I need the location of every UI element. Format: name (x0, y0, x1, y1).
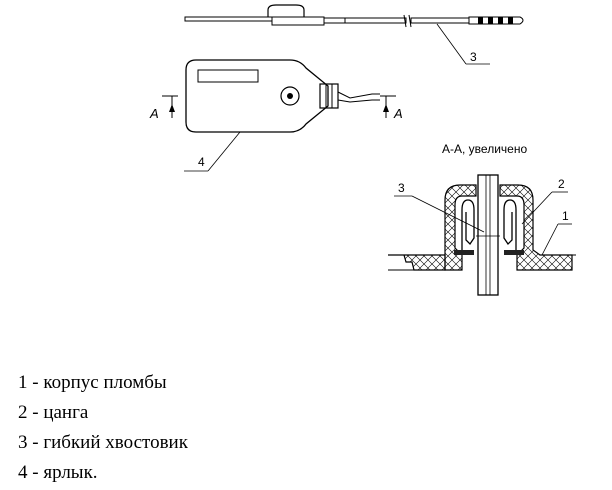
callout-section-body: 1 (541, 209, 572, 256)
section-letter-left: А (149, 106, 159, 121)
legend-item: 3 - гибкий хвостовик (18, 432, 188, 453)
collet-finger-left (461, 199, 475, 250)
side-view-tail (323, 17, 407, 24)
serration-tooth (508, 17, 513, 24)
body-wall-right (499, 184, 573, 271)
section-title: А-А, увеличено (442, 142, 527, 156)
side-view-plate (184, 16, 276, 22)
callout-tag: 4 (184, 131, 241, 172)
collet-block (319, 83, 339, 109)
callout-top-tail: 3 (436, 23, 490, 65)
tag-hole (280, 86, 300, 106)
callout-label-3: 3 (470, 50, 477, 64)
collet-insert-left (454, 250, 474, 255)
section-letter-right: А (393, 106, 403, 121)
collet-finger-right (503, 199, 517, 250)
collet-insert-right (504, 250, 524, 255)
callout-label-3b: 3 (398, 181, 405, 195)
side-view (184, 4, 524, 28)
side-view-base (271, 16, 325, 26)
callout-section-tail: 3 (394, 181, 485, 233)
section-view (388, 174, 576, 296)
tag-label-area (197, 69, 259, 83)
legend-item: 4 - ярлык. (18, 462, 98, 483)
tail-rod (477, 174, 499, 296)
callout-label-4: 4 (198, 155, 205, 169)
callout-label-1: 1 (562, 209, 569, 223)
serration-tooth (498, 17, 503, 24)
section-marker-right: А (380, 95, 403, 121)
legend-item: 1 - корпус пломбы (18, 372, 167, 393)
body-wall-left (444, 184, 477, 271)
front-view (185, 59, 380, 133)
legend-item: 2 - цанга (18, 402, 89, 423)
callout-label-2: 2 (558, 177, 565, 191)
section-marker-left: А (149, 95, 178, 121)
technical-drawing: 3 А А 4 А-А, увеличено (149, 4, 576, 296)
tag-outline (185, 59, 329, 133)
serration-tooth (488, 17, 493, 24)
legend: 1 - корпус пломбы 2 - цанга 3 - гибкий х… (18, 368, 188, 488)
serration-tooth (478, 17, 483, 24)
side-view-body (267, 4, 305, 17)
body-plate-left (388, 254, 446, 271)
callout-section-collet: 2 (521, 177, 568, 225)
